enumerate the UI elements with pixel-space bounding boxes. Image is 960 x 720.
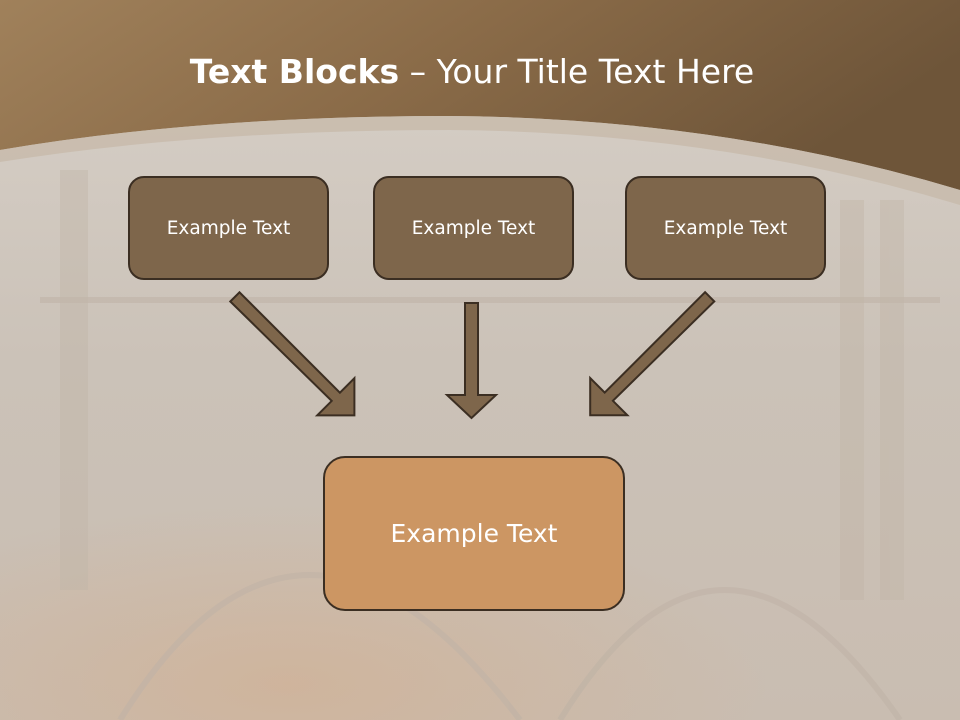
title-rest: Your Title Text Here — [436, 52, 755, 91]
slide-title: Text Blocks – Your Title Text Here — [0, 52, 944, 91]
text-block-right[interactable]: Example Text — [625, 176, 826, 280]
text-block-center[interactable]: Example Text — [373, 176, 574, 280]
title-bold: Text Blocks — [189, 52, 400, 91]
text-block-left[interactable]: Example Text — [128, 176, 329, 280]
text-block-result[interactable]: Example Text — [323, 456, 625, 611]
title-dash: – — [399, 52, 437, 91]
